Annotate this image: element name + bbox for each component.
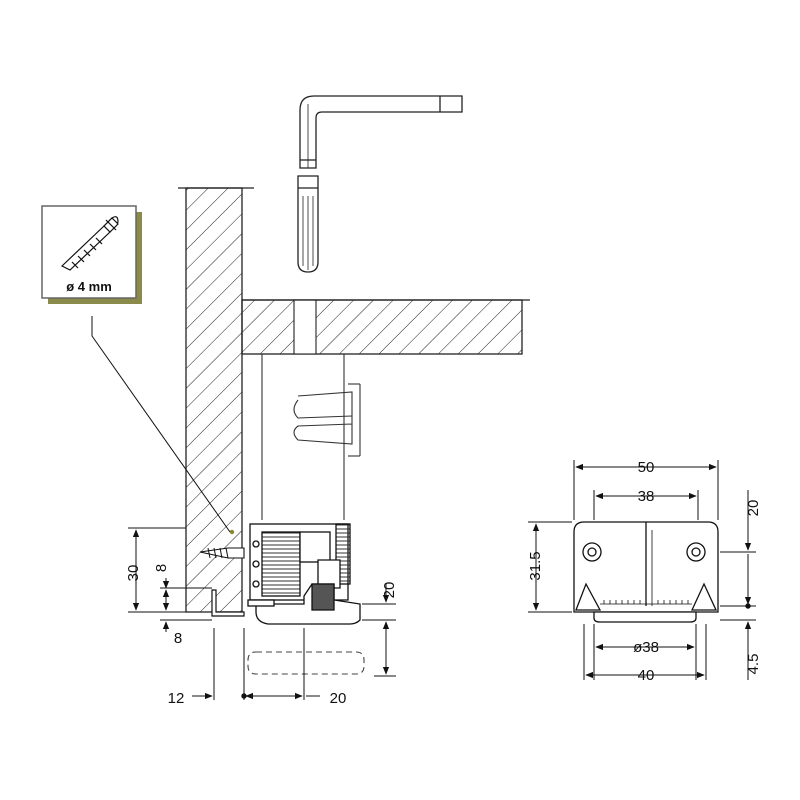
front-view-dimensions [528,460,756,680]
dim-8-bottom: 8 [174,630,182,647]
dim-40: 40 [638,667,655,684]
dim-50: 50 [638,459,655,476]
screw [199,529,245,559]
screw-size-callout: ø 4 mm [41,205,142,304]
shelf-board [241,299,530,355]
leveller-body [247,523,361,625]
dim-12: 12 [168,690,185,707]
allen-key [297,95,463,273]
dim-38: 38 [638,488,655,505]
dim-dia-38: ø38 [633,639,659,656]
dim-31-5: 31.5 [527,551,544,580]
connector-housing [261,354,361,520]
callout-leader-line [91,316,231,533]
dim-30: 30 [125,565,142,582]
front-view-scale-ticks [603,600,689,604]
front-view-leveller [573,521,719,623]
dim-4-5: 4.5 [745,654,762,675]
dim-20-horizontal: 20 [330,690,347,707]
dim-20-drop: 20 [381,582,398,599]
adjusted-foot-outline [247,651,365,675]
screw-size-label: ø 4 mm [66,279,112,294]
mounting-bracket [211,589,245,617]
dim-20-right: 20 [745,500,762,517]
side-view-dimensions [128,527,396,700]
screw-icon [60,216,119,271]
dim-8-top: 8 [153,564,170,572]
